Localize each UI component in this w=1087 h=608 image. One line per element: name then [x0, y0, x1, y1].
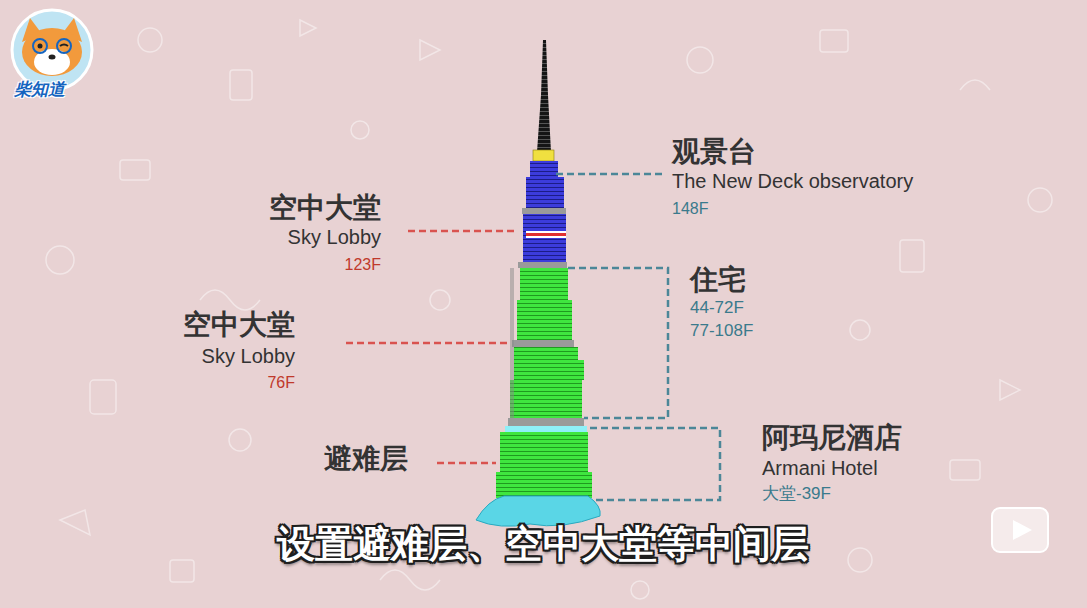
subtitle-caption: 设置避难层、空中大堂等中间层: [277, 522, 809, 568]
zone-title: 空中大堂: [269, 191, 381, 225]
zone-title: 住宅: [690, 263, 746, 297]
zone-title: 阿玛尼酒店: [762, 421, 902, 455]
zone-title: 观景台: [672, 135, 756, 169]
floor-number: 大堂-39F: [762, 484, 831, 504]
play-button: [992, 508, 1048, 552]
background-doodles: [46, 20, 1052, 599]
zone-title: 空中大堂: [183, 308, 295, 342]
floor-number: 76F: [267, 373, 295, 392]
burj-tower: [476, 40, 600, 526]
zone-subtitle: Sky Lobby: [202, 344, 295, 368]
floor-number: 148F: [672, 199, 708, 218]
floor-number: 44-72F: [690, 298, 744, 318]
logo-text: 柴知道: [14, 80, 65, 100]
logo-icon: [12, 10, 92, 90]
zone-title: 避难层: [324, 442, 408, 476]
floor-number: 77-108F: [690, 321, 753, 341]
floor-number: 123F: [345, 255, 381, 274]
zone-subtitle: Armani Hotel: [762, 456, 878, 480]
zone-subtitle: The New Deck observatory: [672, 169, 913, 193]
zone-subtitle: Sky Lobby: [288, 225, 381, 249]
